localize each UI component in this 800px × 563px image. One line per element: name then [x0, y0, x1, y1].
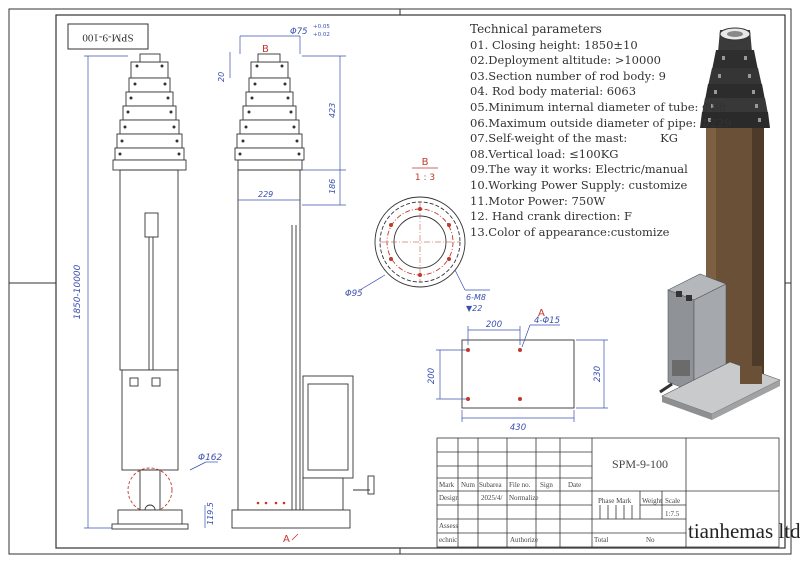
dim-tol-upper: +0.05 [313, 24, 330, 30]
total-label: Total [594, 536, 609, 544]
param-05: 05.Minimum internal diameter of tube: Φ8… [470, 99, 727, 114]
view-a-label: A [538, 308, 545, 319]
param-11: 11.Motor Power: 750W [470, 193, 606, 208]
dim-119-5: 119.5 [206, 502, 215, 525]
param-12: 12. Hand crank direction: F [470, 209, 632, 224]
row-authorize: Authorize [510, 536, 538, 544]
scale-label: Scale [665, 497, 681, 505]
base-plate-view [461, 339, 575, 409]
param-02: 02.Deployment altitude: >10000 [470, 53, 661, 68]
header-mark: Mark [439, 481, 455, 489]
row-design: Design [439, 494, 459, 502]
dim-top-dia: Φ75 [290, 27, 308, 37]
row-design-date: 2025/4/ [481, 494, 503, 502]
param-03: 03.Section number of rod body: 9 [470, 68, 666, 83]
sheet-no-label: No [646, 536, 655, 544]
dim-base-h-right: 230 [593, 366, 603, 382]
section-b-scale: 1 : 3 [415, 173, 435, 183]
row-technic: echnic [439, 536, 458, 544]
dim-base-holes: 4-Φ15 [534, 316, 560, 326]
dim-base-w-bottom: 430 [510, 423, 526, 433]
dim-base-w-top: 200 [486, 320, 502, 330]
front-view [111, 53, 189, 530]
section-b-title: B [422, 157, 429, 168]
section-b-view [374, 196, 466, 288]
param-04: 04. Rod body material: 6063 [470, 84, 637, 99]
mast-3d-render [659, 27, 781, 420]
drawing-code-box [67, 23, 149, 50]
dim-thread-depth: ▼22 [466, 304, 482, 313]
header-sign: Sign [540, 481, 553, 489]
dim-tol-lower: +0.02 [313, 32, 330, 38]
dim-20: 20 [217, 72, 226, 82]
param-01: 01. Closing height: 1850±10 [470, 37, 638, 52]
phase-mark: Phase Mark [598, 497, 632, 505]
dim-186: 186 [328, 179, 337, 194]
param-09: 09.The way it works: Electric/manual [470, 162, 688, 177]
dim-423: 423 [328, 103, 337, 118]
title-company: tianhemas ltd [688, 519, 800, 543]
dim-229: 229 [258, 190, 273, 199]
title-block [436, 437, 780, 548]
header-file-no: File no. [509, 481, 531, 489]
dim-thread: 6-M8 [466, 293, 486, 302]
technical-title: Technical parameters [470, 22, 602, 36]
dim-dia-162: Φ162 [198, 453, 223, 463]
dim-dia-95: Φ95 [345, 289, 363, 299]
view-a-bottom: A [283, 534, 290, 545]
param-13: 13.Color of appearance:customize [470, 224, 670, 239]
dim-base-h-left: 200 [427, 368, 437, 384]
row-assess: Assess [439, 522, 459, 530]
dim-height-range: 1850-10000 [73, 264, 83, 319]
technical-parameters: Technical parameters 01. Closing height:… [470, 22, 731, 240]
weight-label: Weight [642, 497, 663, 505]
section-b-label: B [262, 44, 269, 55]
drawing-code-flipped: SPM-9-100 [82, 31, 134, 43]
side-view [231, 53, 375, 529]
param-08: 08.Vertical load: ≤100KG [470, 146, 619, 161]
title-drawing-no: SPM-9-100 [612, 457, 669, 471]
header-num: Num [461, 481, 475, 489]
param-10: 10.Working Power Supply: customize [470, 177, 688, 192]
header-subarea: Subarea [479, 481, 502, 489]
header-date: Date [568, 481, 582, 489]
row-design-normalize: Normalize [509, 494, 539, 502]
scale-value: 1:7.5 [665, 510, 680, 518]
param-06: 06.Maximum outside diameter of pipe: Φ22… [470, 115, 732, 130]
param-07: 07.Self-weight of the mast: KG [470, 131, 678, 146]
